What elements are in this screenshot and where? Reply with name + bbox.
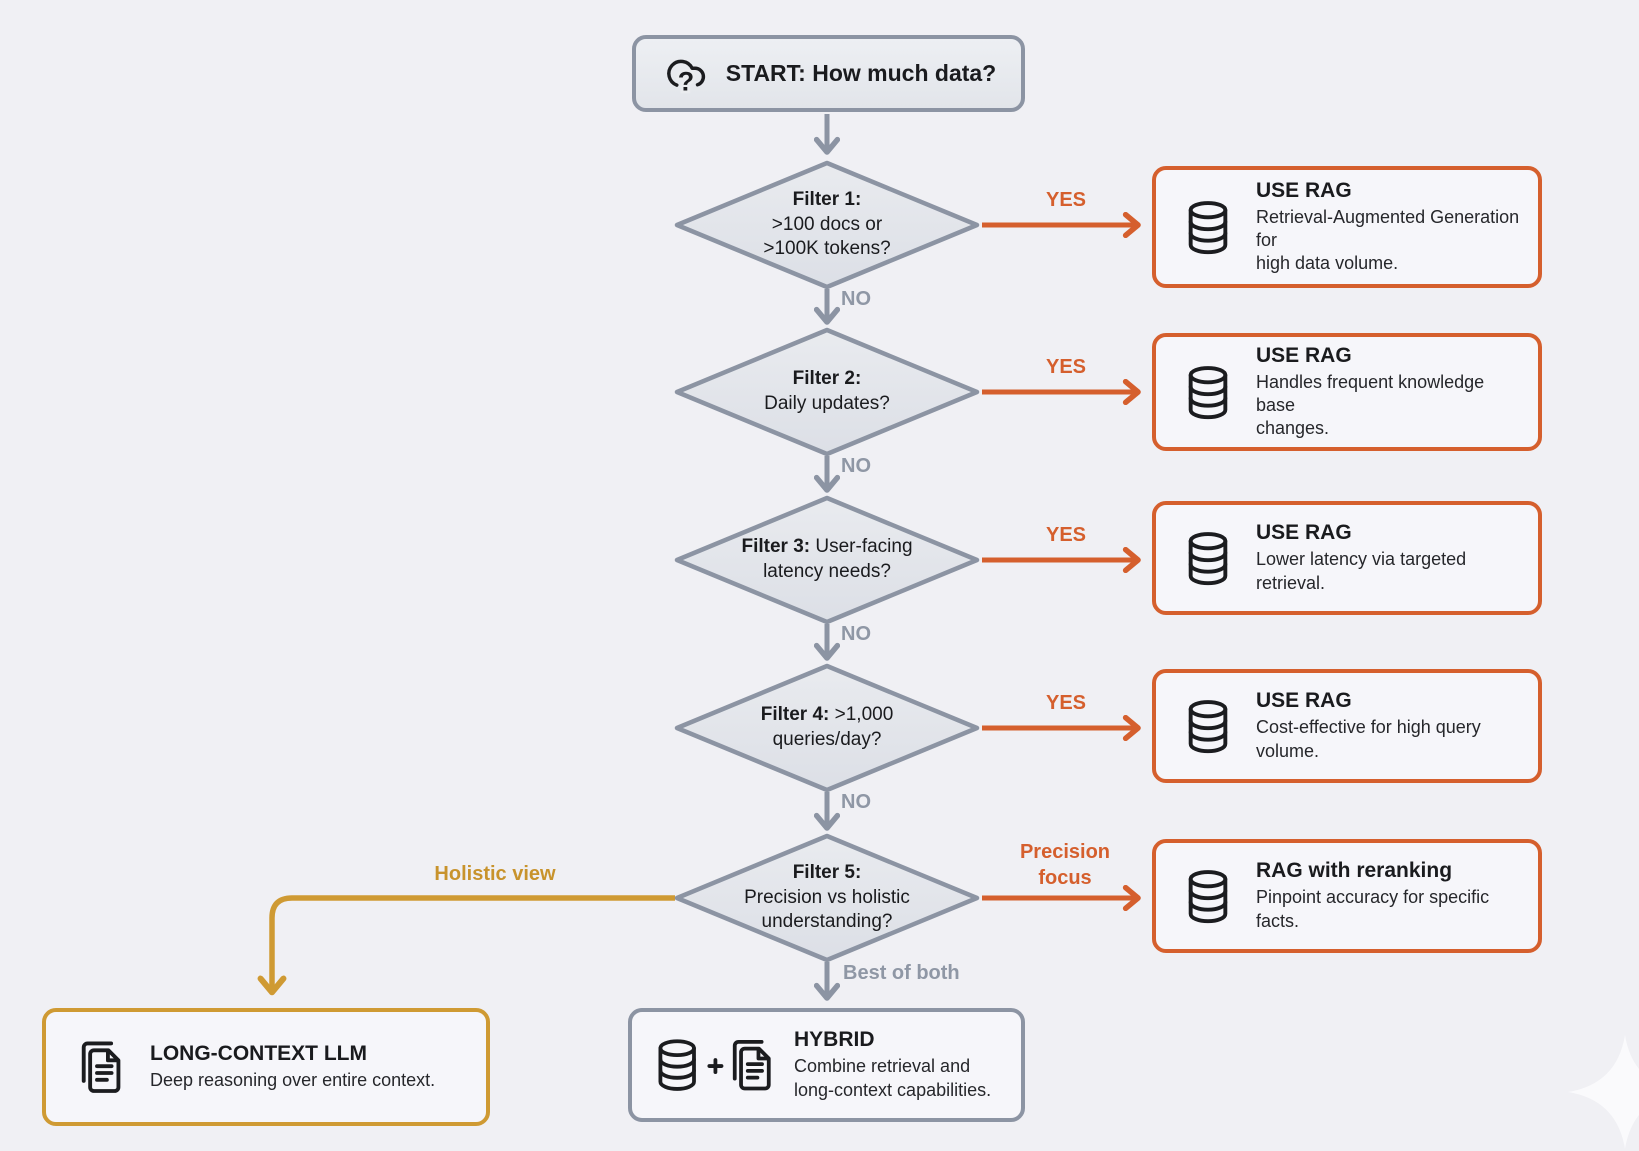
filter-4-title: Filter 4:	[760, 704, 830, 726]
edge-label-best-of-both: Best of both	[843, 962, 960, 984]
decision-diamond-3	[674, 495, 980, 625]
outcome-title: USE RAG	[1256, 521, 1352, 545]
edge-label-yes-4: YES	[1045, 692, 1087, 714]
decision-diamond-1	[674, 160, 980, 290]
edge-label-precision-focus: Precision focus	[1019, 841, 1111, 889]
outcome-use-rag-3: USE RAG Lower latency via targeted retri…	[1152, 501, 1542, 615]
filter-1-question: >100 docs or >100K tokens?	[763, 213, 891, 260]
outcome-hybrid: HYBRID Combine retrieval and long-contex…	[628, 1008, 1025, 1122]
question-mark-glyph: ?	[678, 66, 694, 96]
filter-5-question: Precision vs holistic understanding?	[744, 886, 910, 933]
outcome-rag-reranking: RAG with reranking Pinpoint accuracy for…	[1152, 839, 1542, 953]
outcome-title: HYBRID	[794, 1028, 875, 1052]
edge-label-no-3: NO	[841, 623, 871, 645]
filter-2-question: Daily updates?	[764, 393, 890, 414]
cloud-question-icon: ?	[666, 59, 705, 97]
outcome-desc: Retrieval-Augmented Generation for high …	[1256, 206, 1520, 274]
database-icon	[1188, 869, 1228, 923]
filter-2-title: Filter 2:	[792, 368, 862, 390]
outcome-title: RAG with reranking	[1256, 859, 1453, 883]
edge-label-holistic-view: Holistic view	[434, 863, 556, 885]
database-plus-documents-icon	[658, 1039, 771, 1091]
outcome-desc: Deep reasoning over entire context.	[150, 1069, 436, 1090]
decision-filter-5: Filter 5: Precision vs holistic understa…	[677, 846, 977, 950]
outcome-desc: Combine retrieval and long-context capab…	[794, 1056, 992, 1100]
decision-diamond-5	[674, 833, 980, 963]
edge-label-no-1: NO	[841, 288, 871, 310]
outcome-title: LONG-CONTEXT LLM	[150, 1041, 367, 1065]
database-icon	[1188, 365, 1228, 419]
edge-label-yes-1: YES	[1045, 189, 1087, 211]
filter-3-title: Filter 3:	[741, 536, 811, 558]
edge-label-no-2: NO	[841, 455, 871, 477]
decision-diamond-2	[674, 327, 980, 457]
edge-label-no-4: NO	[841, 791, 871, 813]
filter-4-question: >1,000 queries/day?	[772, 704, 894, 750]
sparkle-watermark	[1568, 1035, 1639, 1149]
outcome-title: USE RAG	[1256, 178, 1352, 202]
documents-icon	[81, 1041, 121, 1093]
decision-filter-2: Filter 2: Daily updates?	[677, 340, 977, 444]
edge-label-yes-3: YES	[1045, 524, 1087, 546]
start-label: START: How much data?	[725, 60, 997, 86]
decision-filter-3: Filter 3: User-facing latency needs?	[677, 508, 977, 612]
arrow-f5-holistic	[272, 895, 675, 990]
database-icon	[1188, 200, 1228, 254]
filter-5-title: Filter 5:	[792, 861, 862, 883]
start-node: ? START: How much data?	[632, 35, 1025, 112]
edge-label-yes-2: YES	[1045, 356, 1087, 378]
decision-filter-1: Filter 1: >100 docs or >100K tokens?	[677, 173, 977, 277]
outcome-title: USE RAG	[1256, 689, 1352, 713]
outcome-long-context-llm: LONG-CONTEXT LLM Deep reasoning over ent…	[42, 1008, 490, 1126]
decision-diamond-4	[674, 663, 980, 793]
outcome-desc: Lower latency via targeted retrieval.	[1256, 549, 1467, 593]
outcome-desc: Handles frequent knowledge base changes.	[1256, 371, 1485, 439]
database-icon	[1188, 531, 1228, 585]
outcome-use-rag-2: USE RAG Handles frequent knowledge base …	[1152, 333, 1542, 451]
outcome-desc: Cost-effective for high query volume.	[1256, 717, 1481, 761]
filter-3-question: User-facing latency needs?	[763, 536, 913, 582]
filter-1-title: Filter 1:	[792, 188, 862, 210]
database-icon	[1188, 699, 1228, 753]
outcome-desc: Pinpoint accuracy for specific facts.	[1256, 887, 1490, 931]
outcome-use-rag-1: USE RAG Retrieval-Augmented Generation f…	[1152, 166, 1542, 288]
outcome-use-rag-4: USE RAG Cost-effective for high query vo…	[1152, 669, 1542, 783]
outcome-title: USE RAG	[1256, 343, 1352, 367]
decision-filter-4: Filter 4: >1,000 queries/day?	[677, 676, 977, 780]
